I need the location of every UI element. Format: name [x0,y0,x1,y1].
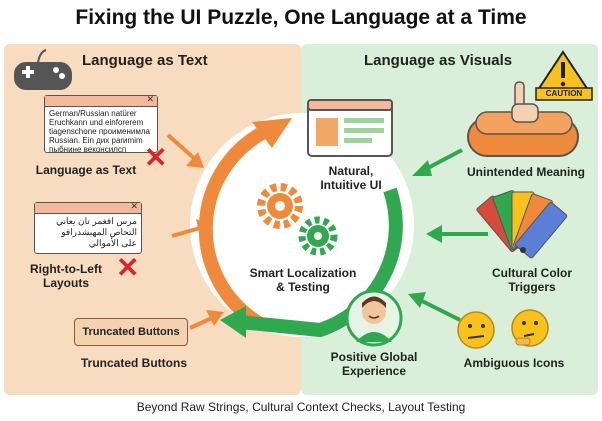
rtl-sample-line: مرس افغمر تان يعاني [55,216,137,226]
text-sample-line: Eruchkann und einforerem [49,118,144,127]
rtl-sample-line: على الأموالي [88,238,137,248]
truncated-buttons-label: Truncated Buttons [80,356,187,370]
green-loop-arrow [239,187,403,338]
red-x-icon: ✕ [116,252,140,283]
unintended-meaning-label: Unintended Meaning [467,165,585,179]
caution-sign-icon [535,50,593,101]
rtl-layouts-label: Right-to-Left Layouts [30,262,102,290]
happy-person-icon [345,289,403,347]
rtl-sample-window: ✕ مرس افغمر تان يعاني التحاص المهبشدرافو… [34,201,142,254]
natural-ui-label: Natural, Intuitive UI [320,164,382,192]
right-panel-header: Language as Visuals [364,52,513,69]
rtl-sample-lines: مرس افغمر تان يعاني التحاص المهبشدرافو ع… [35,214,141,251]
text-sample-line: tiagenschone проименимлa [49,127,150,136]
rtl-sample-line: التحاص المهبشدرافو [61,227,137,237]
green-gear-icon [298,216,338,256]
thinking-emoji-icon [511,309,549,347]
text-sample-window: ✕ German/Russian natürer Eruchkann und e… [44,94,158,156]
center-circle [190,113,414,337]
caution-text: CAUTION [545,89,583,98]
left-arrows [166,133,224,330]
orange-gear-icon [257,183,303,229]
text-sample-lines: German/Russian natürer Eruchkann und ein… [45,107,157,156]
ui-window-icon [307,99,393,157]
green-loop-arrowhead [220,306,246,338]
left-panel-header: Language as Text [82,52,208,69]
language-as-text-label: Language as Text [35,163,137,177]
text-sample-line: Russian. Ein дих parиmim [49,136,143,145]
smart-localization-label: Smart Localization & Testing [249,266,357,294]
game-controller-icon [14,49,72,90]
close-icon: ✕ [146,94,154,104]
close-icon: ✕ [130,201,138,211]
hand-button-icon [467,81,579,157]
positive-experience-label: Positive Global Experience [330,350,418,378]
page-title: Fixing the UI Puzzle, One Language at a … [75,6,527,29]
text-sample-line: German/Russian natürer [49,109,137,118]
confused-emoji-icon [457,311,495,349]
orange-loop-arrowhead [252,118,292,148]
footer-caption: Beyond Raw Strings, Cultural Context Che… [136,400,466,414]
color-swatch-icon [476,190,568,259]
red-x-icon: ✕ [144,142,168,173]
right-arrows [408,148,488,322]
ambiguous-icons-label: Ambiguous Icons [463,356,565,370]
truncated-button-sample: Truncated Buttons [74,318,188,346]
text-sample-line: пыбнинe веконсилсп [49,145,127,154]
cultural-color-label: Cultural Color Triggers [492,266,572,294]
